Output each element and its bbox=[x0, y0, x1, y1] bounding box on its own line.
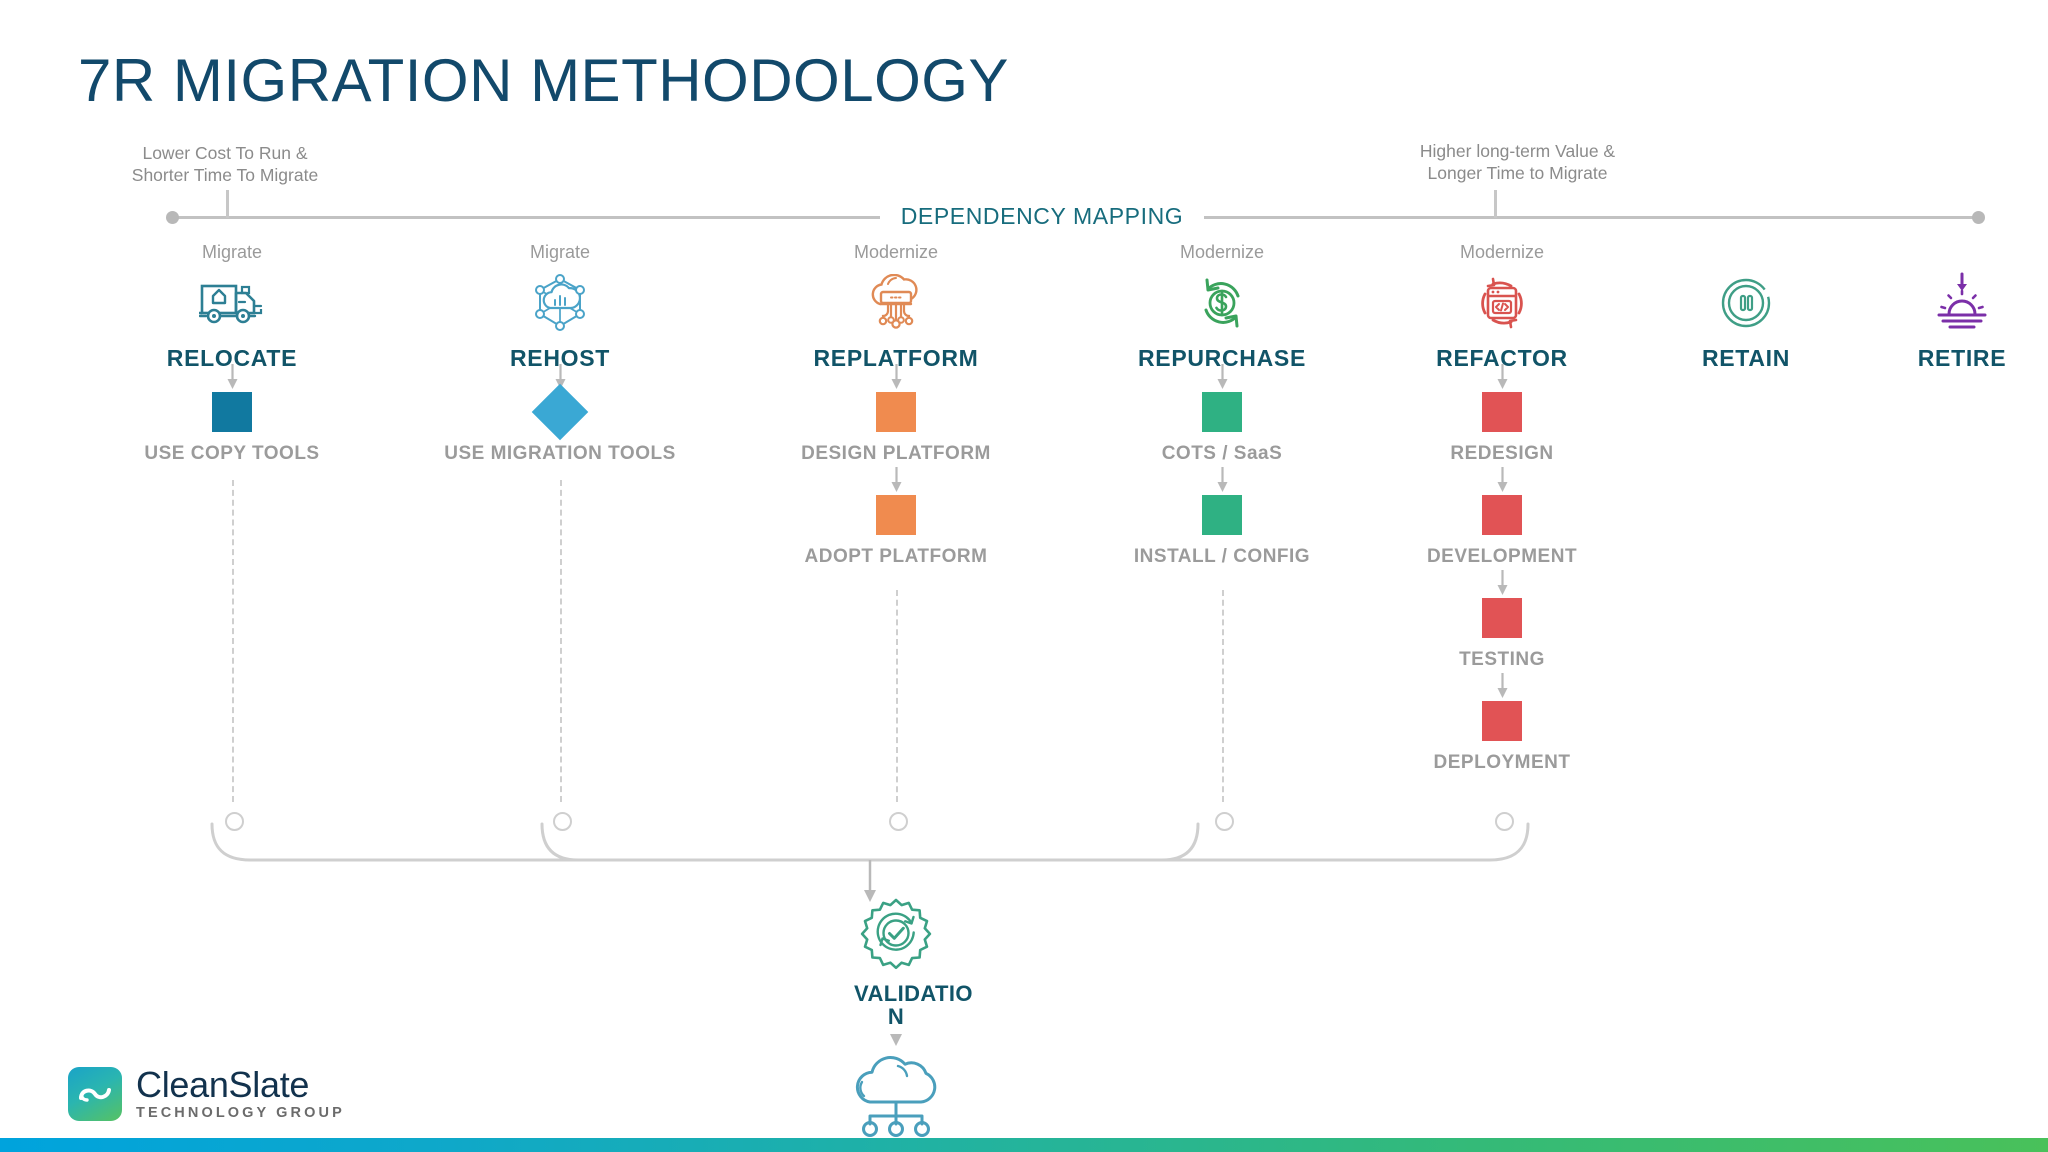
step-chain-refactor: REDESIGN DEVELOPMENT TESTING DEPLOYMENT bbox=[1352, 362, 1652, 774]
dashed-connector bbox=[232, 480, 234, 802]
arrow-down-icon bbox=[1072, 465, 1372, 495]
dependency-mapping-label: DEPENDENCY MAPPING bbox=[880, 203, 1204, 230]
cloud-network-icon bbox=[840, 1046, 952, 1143]
arrow-down-icon bbox=[746, 465, 1046, 495]
join-circle bbox=[224, 812, 244, 831]
validation-label-line2: N bbox=[887, 1004, 905, 1029]
bottom-gradient-bar bbox=[0, 1138, 2048, 1152]
column-title: RETAIN bbox=[1701, 345, 1791, 371]
step-label: USE MIGRATION TOOLS bbox=[444, 443, 676, 464]
dashed-connector bbox=[560, 480, 562, 802]
join-circle bbox=[888, 812, 908, 831]
dollar-refresh-icon bbox=[1072, 272, 1372, 334]
cloud-server-icon bbox=[746, 272, 1046, 334]
step-node bbox=[876, 392, 916, 432]
axis-caption-right: Higher long-term Value & Longer Time to … bbox=[1419, 141, 1616, 183]
column-kicker: Migrate bbox=[529, 242, 591, 262]
step-node bbox=[1202, 392, 1242, 432]
company-logo: CleanSlate TECHNOLOGY GROUP bbox=[68, 1067, 345, 1121]
validation-label-line1: VALIDATIO bbox=[854, 981, 973, 1006]
arrow-down-icon bbox=[1352, 465, 1652, 495]
column-kicker bbox=[1812, 240, 2048, 264]
join-circle bbox=[552, 812, 572, 831]
pause-circle-icon bbox=[1596, 272, 1896, 334]
validation-label: VALIDATIO N bbox=[854, 982, 972, 1029]
join-circle bbox=[1494, 812, 1514, 831]
step-chain-rehost: USE MIGRATION TOOLS bbox=[410, 362, 710, 465]
rail-tick-left bbox=[226, 190, 229, 218]
cloud-network-nodes-icon bbox=[410, 272, 710, 334]
step-chain-replatform: DESIGN PLATFORM ADOPT PLATFORM bbox=[746, 362, 1046, 568]
step-label: DEPLOYMENT bbox=[1433, 752, 1571, 773]
column-replatform: Modernize REPLATFORM bbox=[746, 240, 1046, 372]
step-node bbox=[876, 495, 916, 535]
step-label: ADOPT PLATFORM bbox=[804, 546, 988, 567]
validation-arrow-icon bbox=[786, 1030, 1006, 1046]
step-label: USE COPY TOOLS bbox=[144, 443, 320, 464]
column-retire: RETIRE bbox=[1812, 240, 2048, 372]
column-title: RETIRE bbox=[1917, 345, 2007, 371]
join-circle bbox=[1214, 812, 1234, 831]
step-node bbox=[1202, 495, 1242, 535]
arrow-down-icon bbox=[1352, 362, 1652, 392]
column-kicker: Modernize bbox=[1459, 242, 1545, 262]
gear-check-icon bbox=[786, 895, 1006, 976]
step-label: TESTING bbox=[1459, 649, 1545, 670]
dashed-connector bbox=[1222, 590, 1224, 802]
step-node bbox=[531, 383, 589, 441]
dashed-connector bbox=[896, 590, 898, 802]
step-label: DESIGN PLATFORM bbox=[801, 443, 991, 464]
cleanslate-swoosh-icon bbox=[68, 1067, 122, 1121]
convergence-bracket bbox=[210, 822, 1530, 902]
step-label: INSTALL / CONFIG bbox=[1133, 546, 1311, 567]
column-retain: RETAIN bbox=[1596, 240, 1896, 372]
arrow-down-icon bbox=[1352, 671, 1652, 701]
validation-block: VALIDATIO N bbox=[786, 895, 1006, 1046]
step-node bbox=[1482, 495, 1522, 535]
column-repurchase: Modernize REPURCHASE bbox=[1072, 240, 1372, 372]
moving-truck-icon bbox=[82, 272, 382, 334]
rail-tick-right bbox=[1494, 190, 1497, 218]
rail-endpoint-left bbox=[166, 211, 179, 224]
arrow-down-icon bbox=[1072, 362, 1372, 392]
step-label: COTS / SaaS bbox=[1161, 443, 1283, 464]
step-label: DEVELOPMENT bbox=[1426, 546, 1578, 567]
rail-endpoint-right bbox=[1972, 211, 1985, 224]
step-node bbox=[212, 392, 252, 432]
column-kicker: Modernize bbox=[1179, 242, 1265, 262]
column-relocate: Migrate RELOCATE bbox=[82, 240, 382, 372]
arrow-down-icon bbox=[746, 362, 1046, 392]
step-node bbox=[1482, 701, 1522, 741]
step-node bbox=[1482, 598, 1522, 638]
axis-caption-left: Lower Cost To Run & Shorter Time To Migr… bbox=[131, 143, 319, 185]
arrow-down-icon bbox=[1352, 568, 1652, 598]
step-label: REDESIGN bbox=[1450, 443, 1554, 464]
logo-name: CleanSlate bbox=[136, 1064, 310, 1106]
step-chain-repurchase: COTS / SaaS INSTALL / CONFIG bbox=[1072, 362, 1372, 568]
page-title: 7R MIGRATION METHODOLOGY bbox=[78, 47, 1009, 114]
code-window-refresh-icon bbox=[1352, 272, 1652, 334]
column-rehost: Migrate REHOST bbox=[410, 240, 710, 372]
column-kicker: Modernize bbox=[853, 242, 939, 262]
step-node bbox=[1482, 392, 1522, 432]
step-chain-relocate: USE COPY TOOLS bbox=[82, 362, 382, 465]
arrow-down-icon bbox=[82, 362, 382, 392]
sunset-down-arrow-icon bbox=[1812, 272, 2048, 334]
column-kicker: Migrate bbox=[201, 242, 263, 262]
logo-subtitle: TECHNOLOGY GROUP bbox=[136, 1105, 345, 1122]
